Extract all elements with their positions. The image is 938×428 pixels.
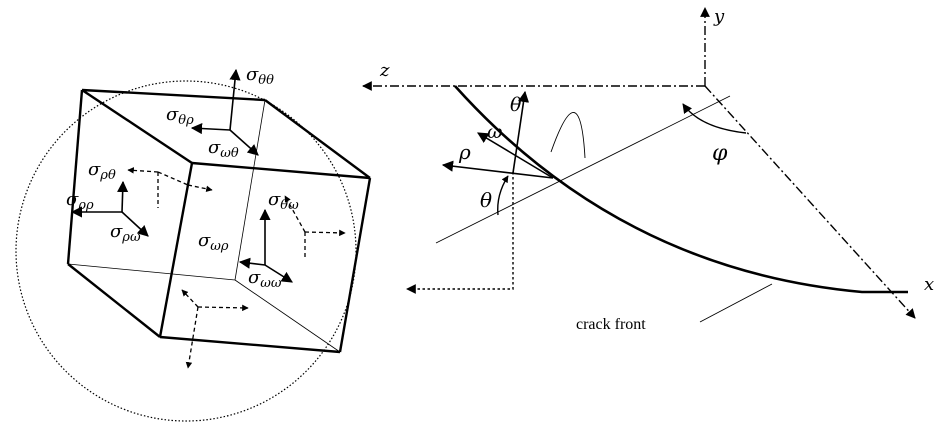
x-axis-label: x — [924, 274, 934, 295]
cube-hidden-edges — [67, 99, 341, 353]
sigma-rho-theta-label: σρθ — [88, 159, 116, 183]
magnifier-circle — [15, 80, 357, 422]
omega-label: ω — [487, 121, 503, 143]
theta-angle-arc-upper — [550, 112, 586, 159]
x-axis — [704, 85, 916, 319]
left-face-hidden-arrows — [127, 167, 213, 208]
right-face-hidden-arrows — [284, 195, 346, 258]
z-axis-label: z — [379, 60, 390, 81]
theta-angle-arc-lower — [497, 175, 509, 216]
theta-upper-label: θ — [510, 94, 522, 116]
crack-front-curve — [454, 85, 908, 294]
rho-axis-arrow — [441, 160, 554, 179]
detail-leader — [406, 172, 514, 294]
sigma-omega-omega-arrow — [264, 264, 293, 283]
top-face-arrows — [190, 68, 259, 156]
bottom-face-hidden-arrows — [181, 289, 249, 369]
sigma-rho-rho-label: σρρ — [66, 189, 94, 213]
sigma-omega-rho-label: σωρ — [198, 230, 229, 254]
cube-visible-edges — [66, 88, 372, 354]
sigma-omega-rho-arrow — [238, 257, 266, 269]
rho-label: ρ — [458, 140, 471, 164]
y-axis-label: y — [713, 6, 725, 27]
magnified-element: σθθ σθρ σωθ σρθ σρρ σρω σθω σωρ σωω — [15, 64, 372, 422]
crack-coordinate-system: y z x φ θ ω ρ θ crack front — [362, 6, 934, 333]
crack-front-label: crack front — [576, 316, 646, 333]
tangent-line — [435, 95, 731, 244]
sigma-theta-theta-arrow — [229, 68, 241, 131]
sigma-omega-theta-arrow — [229, 129, 259, 156]
sigma-theta-rho-label: σθρ — [166, 104, 194, 128]
sigma-rho-omega-label: σρω — [110, 221, 141, 245]
theta-axis-arrow — [512, 90, 530, 174]
sigma-theta-theta-label: σθθ — [246, 64, 274, 88]
theta-lower-label: θ — [480, 188, 492, 212]
sigma-theta-rho-arrow — [190, 122, 231, 135]
right-face-arrows — [238, 208, 293, 283]
sigma-rho-theta-arrow — [117, 180, 129, 213]
phi-label: φ — [712, 141, 728, 166]
sigma-omega-omega-label: σωω — [248, 267, 282, 291]
sigma-omega-theta-label: σωθ — [208, 137, 239, 161]
sigma-rho-omega-arrow — [121, 211, 149, 237]
crack-front-leader — [699, 283, 773, 323]
sigma-theta-omega-label: σθω — [268, 189, 299, 213]
phi-angle-arc — [682, 103, 747, 134]
left-face-arrows — [70, 180, 149, 237]
